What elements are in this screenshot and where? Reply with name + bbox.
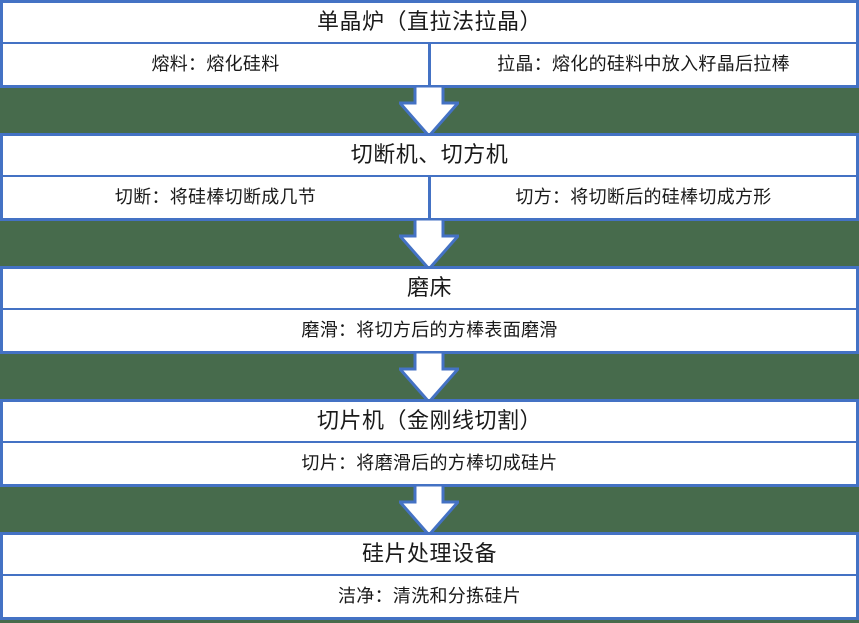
stage-subrow-2: 切断：将硅棒切断成几节 切方：将切断后的硅棒切成方形 [3,177,856,218]
stage-4-cell-1: 切片：将磨滑后的方棒切成硅片 [301,452,558,474]
stage-subrow-3: 磨滑：将切方后的方棒表面磨滑 [3,310,856,351]
down-arrow-icon-4 [399,485,459,537]
stage-box-3: 磨床 磨滑：将切方后的方棒表面磨滑 [0,266,859,354]
connector-band-4 [0,485,859,537]
stage-subrow-1: 熔料：熔化硅料 拉晶：熔化的硅料中放入籽晶后拉棒 [3,44,856,85]
down-arrow-icon-3 [399,352,459,404]
stage-title-4: 切片机（金刚线切割） [3,402,856,443]
stage-title-1: 单晶炉（直拉法拉晶） [3,3,856,44]
stage-box-2: 切断机、切方机 切断：将硅棒切断成几节 切方：将切断后的硅棒切成方形 [0,133,859,221]
stage-title-2: 切断机、切方机 [3,136,856,177]
stage-3-cell-1: 磨滑：将切方后的方棒表面磨滑 [301,319,558,341]
stage-2-cell-1: 切断：将硅棒切断成几节 [3,177,431,218]
stage-2-cell-2: 切方：将切断后的硅棒切成方形 [515,186,772,208]
down-arrow-icon-1 [399,86,459,138]
stage-box-1: 单晶炉（直拉法拉晶） 熔料：熔化硅料 拉晶：熔化的硅料中放入籽晶后拉棒 [0,0,859,88]
stage-subrow-4: 切片：将磨滑后的方棒切成硅片 [3,443,856,484]
connector-band-2 [0,219,859,271]
stage-subrow-5: 洁净：清洗和分拣硅片 [3,576,856,617]
stage-title-5: 硅片处理设备 [3,535,856,576]
stage-box-4: 切片机（金刚线切割） 切片：将磨滑后的方棒切成硅片 [0,399,859,487]
stage-title-3: 磨床 [3,269,856,310]
down-arrow-icon-2 [399,219,459,271]
stage-1-cell-1: 熔料：熔化硅料 [3,44,431,85]
connector-band-1 [0,86,859,138]
stage-1-cell-2: 拉晶：熔化的硅料中放入籽晶后拉棒 [497,53,790,75]
stage-box-5: 硅片处理设备 洁净：清洗和分拣硅片 [0,532,859,620]
connector-band-3 [0,352,859,404]
stage-5-cell-1: 洁净：清洗和分拣硅片 [338,585,521,607]
